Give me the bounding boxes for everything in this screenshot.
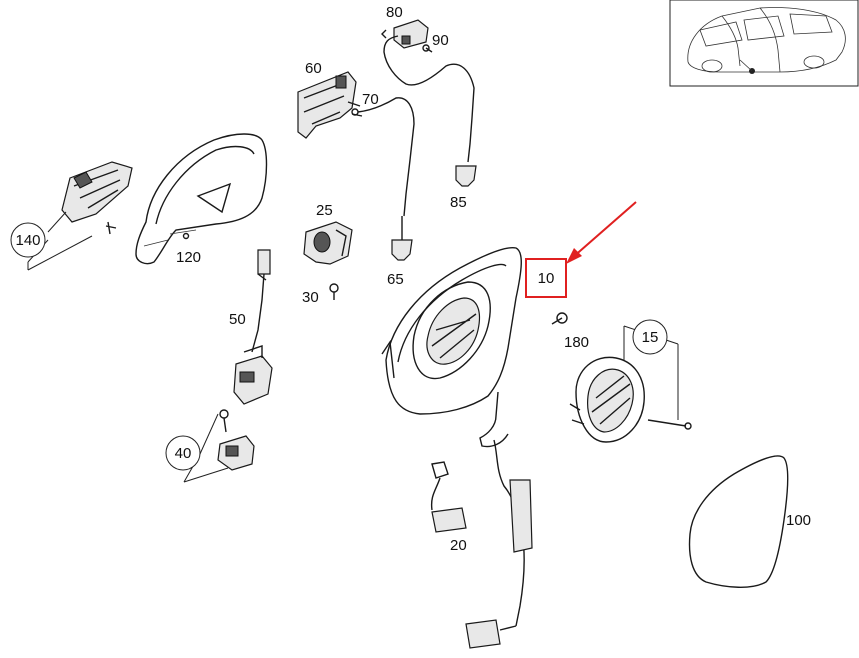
callout-25-label: 25	[316, 202, 333, 219]
callout-120-label: 120	[176, 249, 201, 266]
callout-15-label: 15	[642, 329, 659, 346]
part-50-harness	[233, 249, 273, 405]
part-25-motor	[303, 221, 353, 265]
callout-65-label: 65	[387, 271, 404, 288]
callout-85-label: 85	[450, 194, 467, 211]
callout-30-label: 30	[302, 289, 319, 306]
harness-65	[357, 97, 415, 261]
callout-15: 15	[623, 319, 679, 420]
callout-90-label: 90	[432, 32, 449, 49]
callout-140: 140	[10, 211, 93, 271]
part-20-harness	[430, 439, 533, 649]
callout-180-label: 180	[564, 334, 589, 351]
callout-100-label: 100	[786, 512, 811, 529]
part-80-module	[381, 19, 475, 119]
callout-60-label: 60	[305, 60, 322, 77]
callout-50-label: 50	[229, 311, 246, 328]
red-arrow-icon	[566, 201, 637, 264]
callout-80-label: 80	[386, 4, 403, 21]
harness-85	[455, 117, 477, 187]
part-15-adjuster	[569, 356, 692, 443]
callout-140-label: 140	[15, 232, 40, 249]
part-180-screw	[551, 312, 568, 325]
part-60-bracket	[297, 71, 363, 139]
callout-10-highlight: 10	[525, 258, 567, 298]
part-30-screw	[329, 283, 339, 300]
callout-20-label: 20	[450, 537, 467, 554]
callout-40: 40	[165, 413, 229, 483]
part-40-connector	[217, 409, 255, 471]
callout-40-label: 40	[175, 445, 192, 462]
part-120-mirror-cap	[135, 133, 268, 265]
callout-70-label: 70	[362, 91, 379, 108]
part-100-mirror-glass	[688, 455, 789, 588]
car-thumbnail-icon	[669, 0, 859, 87]
callout-10-label: 10	[538, 270, 555, 287]
part-140-turn-signal	[61, 161, 133, 235]
part-90-screw	[422, 44, 433, 53]
part-10-mirror-housing	[381, 247, 522, 448]
